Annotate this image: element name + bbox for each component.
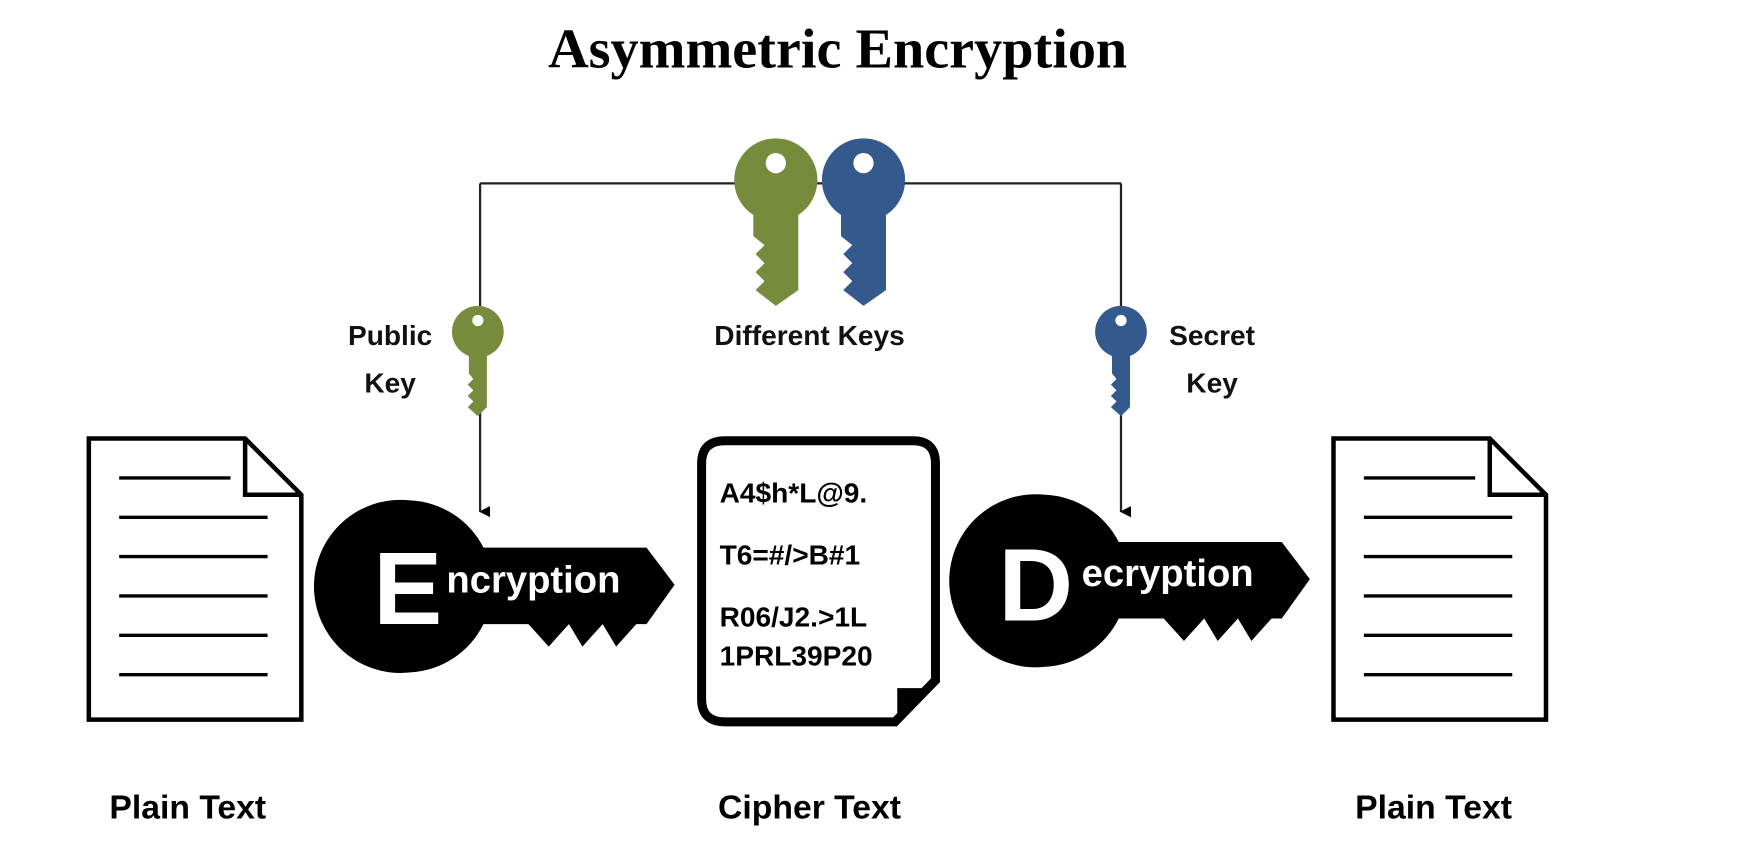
public-key-label-line1: Public	[348, 320, 432, 351]
decryption-label: ecryption	[1082, 552, 1254, 595]
cipher-line: A4$h*L@9.	[720, 478, 868, 509]
encryption-label: ncryption	[446, 559, 620, 602]
left-plain-text-label: Plain Text	[109, 789, 266, 827]
secret-key-icon	[1095, 305, 1147, 417]
cipher-line: R06/J2.>1L	[720, 601, 868, 632]
public-key-label-line2: Key	[364, 367, 416, 398]
encryption-initial: E	[373, 530, 442, 646]
cipher-text-label: Cipher Text	[718, 789, 901, 827]
blue-key-icon	[821, 138, 906, 306]
right-plain-text-label: Plain Text	[1355, 789, 1512, 827]
secret-key-label-line1: Secret	[1169, 320, 1256, 351]
plain-text-document-icon	[1331, 436, 1549, 722]
green-key-icon	[734, 138, 818, 306]
decryption-initial: D	[998, 527, 1073, 643]
plain-text-document-icon	[86, 436, 304, 722]
diagram-title: Asymmetric Encryption	[548, 19, 1127, 81]
secret-key-label-line2: Key	[1186, 367, 1238, 398]
encryption-key-icon: E ncryption	[313, 499, 675, 673]
cipher-line: 1PRL39P20	[720, 641, 873, 672]
public-key-icon	[451, 305, 504, 417]
different-keys-label: Different Keys	[714, 320, 904, 351]
decryption-key-icon: D ecryption	[949, 494, 1310, 668]
cipher-text-document-icon: A4$h*L@9. T6=#/>B#1 R06/J2.>1L 1PRL39P20	[697, 436, 940, 727]
cipher-line: T6=#/>B#1	[720, 539, 861, 570]
